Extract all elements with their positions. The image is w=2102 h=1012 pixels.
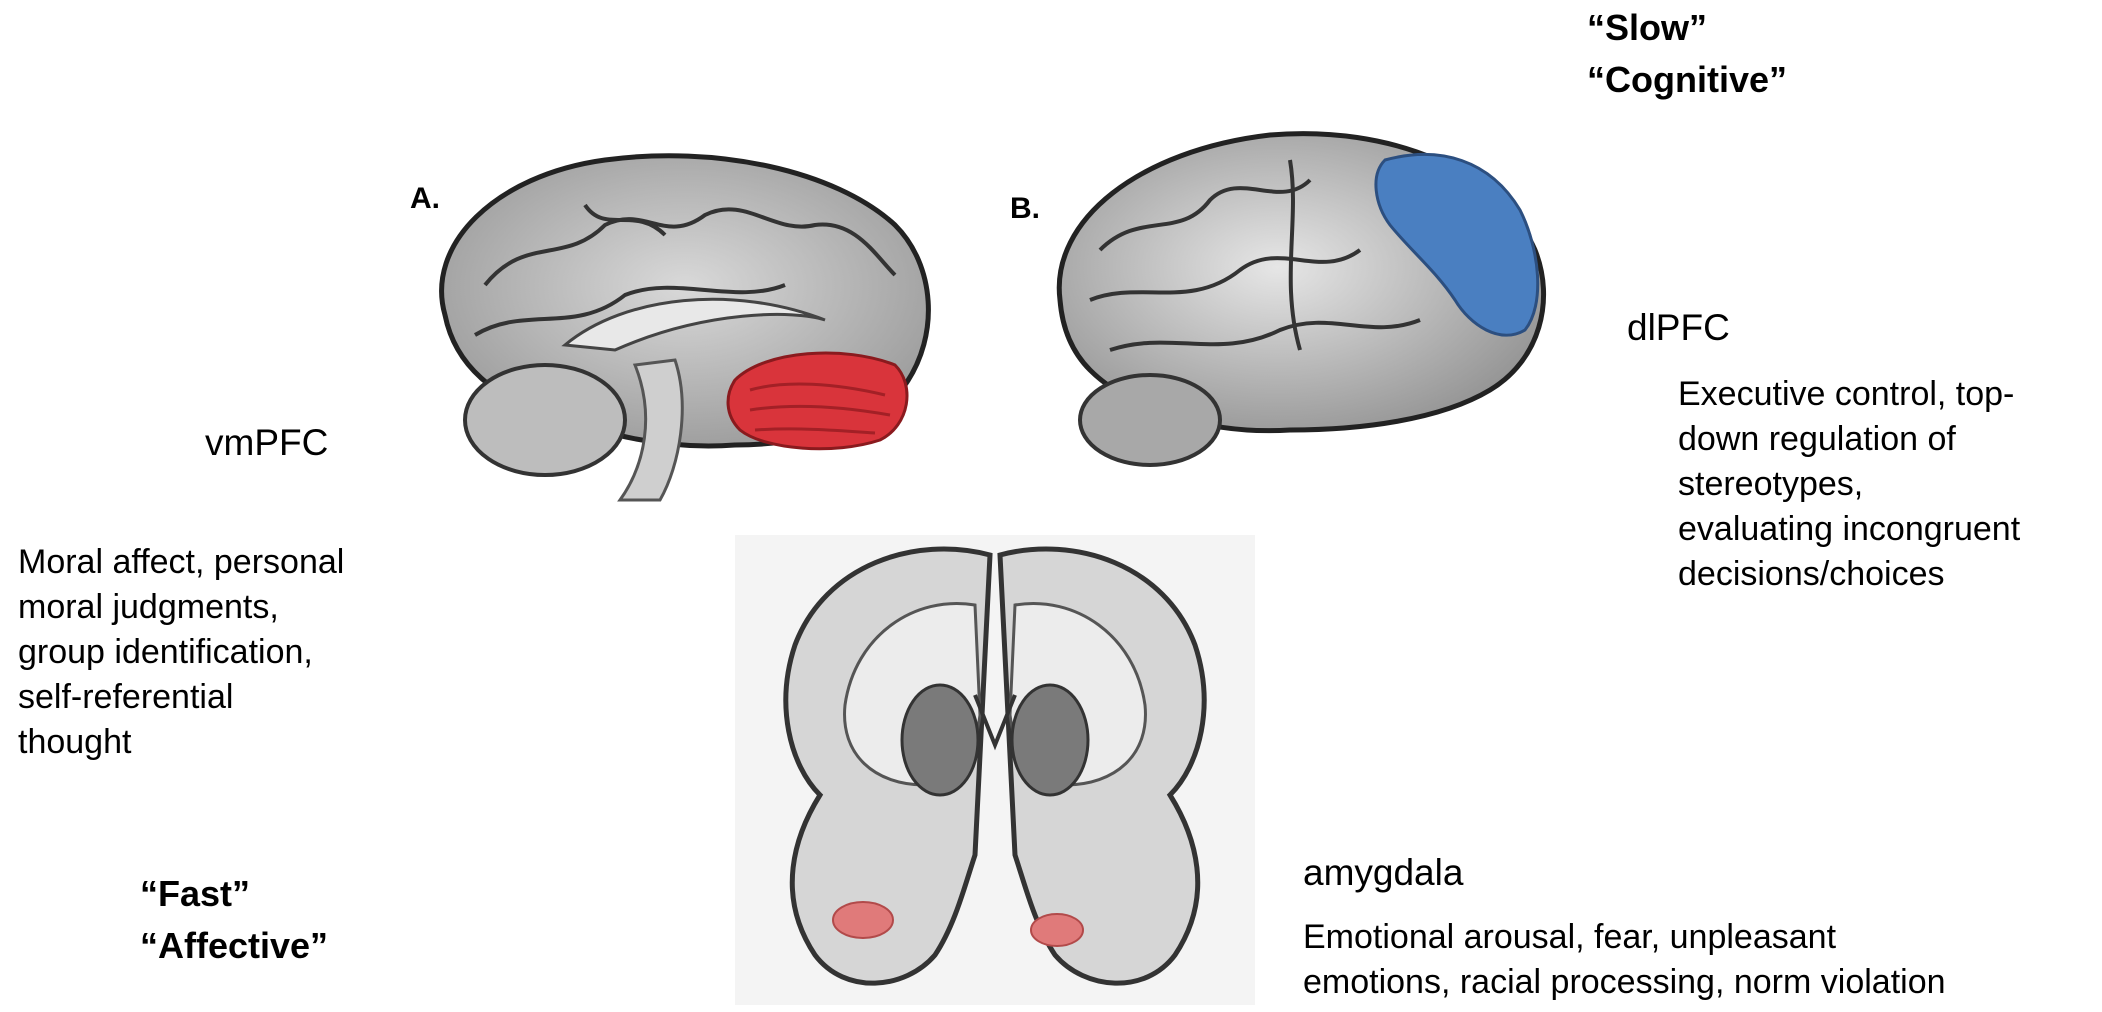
dlpfc-desc-line: stereotypes, (1678, 462, 2020, 507)
dlpfc-desc-line: decisions/choices (1678, 552, 2020, 597)
fast-label-line1: “Fast” (140, 868, 328, 920)
dlpfc-desc-line: evaluating incongruent (1678, 507, 2020, 552)
fast-label: “Fast” “Affective” (140, 868, 328, 972)
dlpfc-desc-line: down regulation of (1678, 417, 2020, 462)
vmpfc-desc-line: group identification, (18, 630, 344, 675)
vmpfc-desc-line: self-referential (18, 675, 344, 720)
affective-label-line2: “Affective” (140, 920, 328, 972)
dlpfc-label: dlPFC (1627, 305, 1730, 350)
vmpfc-desc-line: thought (18, 720, 344, 765)
dlpfc-description: Executive control, top- down regulation … (1678, 372, 2020, 597)
dlpfc-desc-line: Executive control, top- (1678, 372, 2020, 417)
vmpfc-label: vmPFC (205, 420, 328, 465)
vmpfc-description: Moral affect, personal moral judgments, … (18, 540, 344, 765)
amygdala-label: amygdala (1303, 850, 1463, 895)
amygdala-desc-line: Emotional arousal, fear, unpleasant (1303, 915, 1946, 960)
amygdala-desc-line: emotions, racial processing, norm violat… (1303, 960, 1946, 1005)
slow-label: “Slow” “Cognitive” (1587, 2, 1787, 106)
slow-label-line1: “Slow” (1587, 2, 1787, 54)
vmpfc-desc-line: Moral affect, personal (18, 540, 344, 585)
vmpfc-desc-line: moral judgments, (18, 585, 344, 630)
panel-b-letter: B. (1010, 192, 1040, 226)
brain-coronal-slice-c (735, 535, 1255, 1005)
amygdala-description: Emotional arousal, fear, unpleasant emot… (1303, 915, 1946, 1005)
cognitive-label-line2: “Cognitive” (1587, 54, 1787, 106)
brain-lateral-view-b (1040, 130, 1560, 480)
brain-medial-view-a (405, 145, 945, 505)
